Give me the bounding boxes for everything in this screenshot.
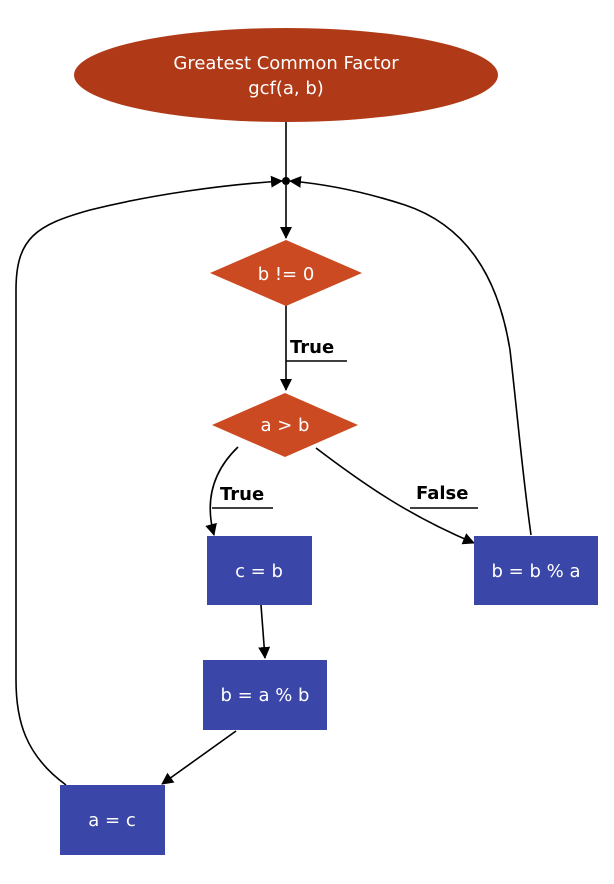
- edge-labels: True True False: [212, 337, 478, 509]
- node-c-eq-b: c = b: [207, 536, 312, 605]
- junction-dot: [282, 177, 290, 185]
- process-box-c-eq-b: [207, 536, 312, 605]
- process-label-b-eq-b-mod-a: b = b % a: [492, 561, 581, 582]
- process-box-a-eq-c: [60, 785, 165, 855]
- node-cond-a-gt-b: a > b: [212, 393, 358, 457]
- edge-cond-a-to-b-mod-a: [315, 447, 475, 545]
- process-label-c-eq-b: c = b: [235, 561, 283, 582]
- start-ellipse: [74, 28, 498, 122]
- process-box-b-eq-b-mod-a: [474, 536, 598, 605]
- decision-diamond-b-ne-0: [210, 240, 362, 306]
- node-a-eq-c: a = c: [60, 785, 165, 855]
- edge-c-eq-b-to-b-eq-a-mod-b: [258, 604, 271, 659]
- decision-label-b-ne-0: b != 0: [258, 264, 315, 285]
- start-title-line2: gcf(a, b): [248, 78, 324, 99]
- process-label-a-eq-c: a = c: [88, 810, 135, 831]
- edge-a-eq-c-loop-to-junction: [15, 175, 283, 786]
- edge-b-mod-a-loop-to-junction: [289, 175, 532, 536]
- process-label-b-eq-a-mod-b: b = a % b: [221, 685, 310, 706]
- node-b-eq-a-mod-b: b = a % b: [203, 660, 327, 730]
- edges: [15, 122, 532, 786]
- edge-cond-a-to-c-eq-b: [205, 446, 239, 536]
- decision-diamond-a-gt-b: [212, 393, 358, 457]
- edge-b-eq-a-mod-b-to-a-eq-c: [161, 730, 237, 785]
- node-cond-b-ne-0: b != 0: [210, 240, 362, 306]
- node-b-eq-b-mod-a: b = b % a: [474, 536, 598, 605]
- node-start: Greatest Common Factor gcf(a, b): [74, 28, 498, 122]
- edge-label-true-1: True: [290, 337, 334, 358]
- decision-label-a-gt-b: a > b: [261, 415, 310, 436]
- process-box-b-eq-a-mod-b: [203, 660, 327, 730]
- start-title-line1: Greatest Common Factor: [173, 53, 399, 74]
- edge-label-true-2: True: [220, 484, 264, 505]
- edge-label-false: False: [416, 483, 468, 504]
